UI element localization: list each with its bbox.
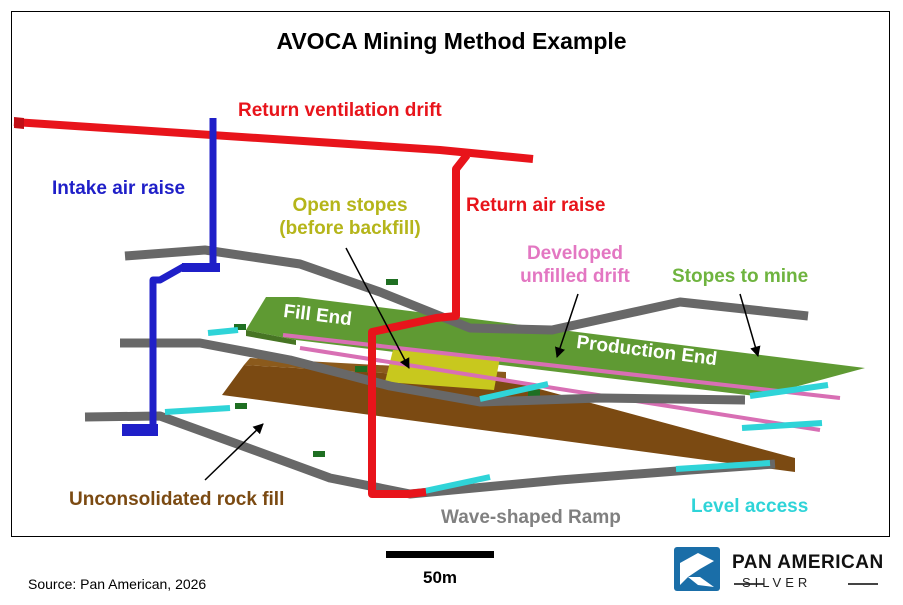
return-ventilation — [13, 118, 534, 498]
label-level-access: Level access — [691, 496, 809, 517]
logo-name: PAN AMERICAN — [732, 552, 884, 573]
label-intake-air-raise: Intake air raise — [52, 178, 186, 199]
label-stopes-to-mine: Stopes to mine — [672, 266, 809, 287]
stope-markers — [234, 279, 540, 457]
label-rock-fill: Unconsolidated rock fill — [69, 489, 285, 510]
label-return-air-raise: Return air raise — [466, 195, 606, 216]
label-open-stopes: Open stopes (before backfill) — [250, 194, 450, 240]
pan-american-logo-icon — [674, 547, 720, 591]
label-developed-line1: Developed — [526, 243, 624, 264]
diagram-title: AVOCA Mining Method Example — [276, 28, 627, 54]
return-drift-end — [14, 117, 24, 129]
intake-air-raise — [141, 118, 217, 432]
label-open-stopes-line2: (before backfill) — [279, 218, 421, 239]
label-return-ventilation-drift: Return ventilation drift — [238, 100, 442, 121]
scale-label: 50m — [422, 568, 458, 587]
logo-divider-right — [848, 583, 878, 585]
label-developed-line2: unfilled drift — [520, 266, 630, 287]
scale-bar — [386, 551, 494, 558]
callout-arrows — [204, 247, 761, 481]
intake-raise-stations — [122, 263, 220, 436]
level-access — [164, 327, 829, 495]
source-caption: Source: Pan American, 2026 — [28, 576, 207, 592]
label-wave-ramp: Wave-shaped Ramp — [441, 507, 621, 528]
label-developed-drift: Developed unfilled drift — [490, 242, 660, 288]
label-open-stopes-line1: Open stopes — [292, 195, 408, 216]
logo-divider-left — [734, 583, 764, 585]
logo-subtitle: SILVER — [742, 575, 812, 590]
